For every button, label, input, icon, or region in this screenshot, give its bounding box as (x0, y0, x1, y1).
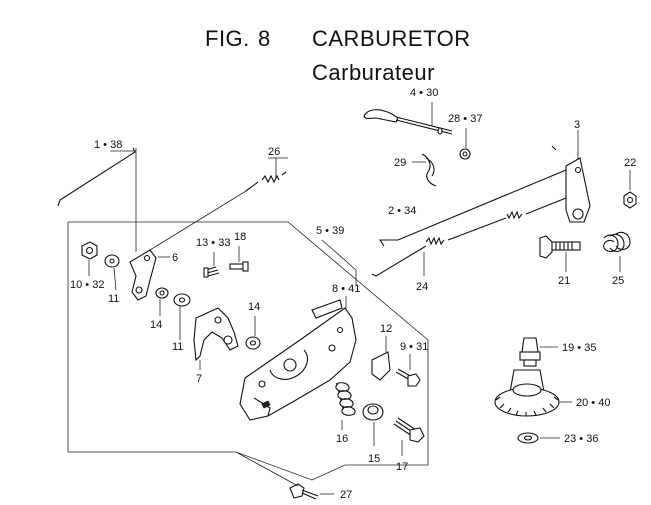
callout-5: 5 • 39 (316, 225, 344, 237)
callout-11-lower: 11 (172, 341, 183, 353)
callout-26: 26 (268, 146, 280, 158)
part-3-lever (565, 130, 591, 223)
callout-23: 23 • 36 (564, 433, 598, 445)
part-24-spring-rod (371, 197, 567, 277)
part-7-control-lever (193, 307, 239, 370)
part-6-throttle-lever (129, 249, 170, 301)
part-14-washer-upper (155, 287, 169, 316)
part-15-cap (362, 403, 384, 446)
part-25-spring (603, 231, 631, 272)
part-22-nut (623, 170, 637, 209)
callout-20: 20 • 40 (576, 397, 610, 409)
callout-14-left: 14 (150, 319, 162, 331)
assembly-outline (67, 221, 429, 481)
callout-18: 18 (234, 231, 246, 243)
callout-14-right: 14 (248, 301, 260, 313)
part-21-bolt (539, 235, 581, 272)
callout-17: 17 (396, 461, 408, 473)
callout-27: 27 (340, 489, 352, 501)
callout-4: 4 • 30 (410, 87, 438, 99)
callout-29: 29 (394, 157, 406, 169)
callout-10: 10 • 32 (70, 279, 104, 291)
callout-19: 19 • 35 (562, 342, 596, 354)
callout-12: 12 (380, 323, 392, 335)
part-26-spring (135, 150, 288, 252)
part-17-bolt (393, 417, 425, 456)
callout-11-upper: 11 (108, 293, 119, 305)
callout-6: 6 (172, 252, 178, 264)
callout-9: 9 • 31 (400, 341, 428, 353)
figure-number: 8 (258, 26, 271, 51)
part-11-washer-upper (104, 254, 120, 291)
part-13-screw (203, 252, 220, 278)
callout-28: 28 • 37 (448, 113, 482, 125)
part-16-spring (335, 382, 356, 430)
part-12-clip (371, 336, 391, 381)
callout-25: 25 (612, 275, 624, 287)
part-11-washer-lower (173, 293, 191, 340)
figure-label: FIG. (205, 26, 250, 51)
part-4-choke-rod (363, 102, 453, 135)
part-9-bolt (395, 354, 421, 387)
part-19-pin (519, 337, 558, 367)
part-20-governor-gear (494, 369, 572, 417)
callout-22: 22 (624, 157, 636, 169)
part-27-bolt (235, 451, 334, 500)
callout-13: 13 • 33 (196, 237, 230, 249)
part-10-nut (81, 241, 98, 276)
title-french: Carburateur (312, 60, 435, 85)
title-english: CARBURETOR (312, 26, 471, 51)
callout-8: 8 • 41 (332, 283, 360, 295)
part-28-nut (459, 128, 471, 160)
callout-24: 24 (416, 281, 428, 293)
part-18-screw (229, 246, 249, 272)
callout-21: 21 (558, 275, 570, 287)
part-5-governor-plate (239, 239, 357, 421)
part-14-washer-lower (245, 316, 261, 350)
part-29-wire-clip (412, 153, 437, 187)
part-2-governor-rod (378, 145, 567, 247)
part-23-washer (517, 432, 560, 444)
callout-3: 3 (574, 119, 580, 131)
callout-7: 7 (196, 373, 202, 385)
callout-15: 15 (368, 453, 380, 465)
callout-16: 16 (336, 433, 348, 445)
callout-2: 2 • 34 (388, 205, 416, 217)
part-8-bracket (311, 296, 347, 319)
part-1-throttle-rod (57, 147, 137, 207)
callout-1: 1 • 38 (94, 139, 122, 151)
